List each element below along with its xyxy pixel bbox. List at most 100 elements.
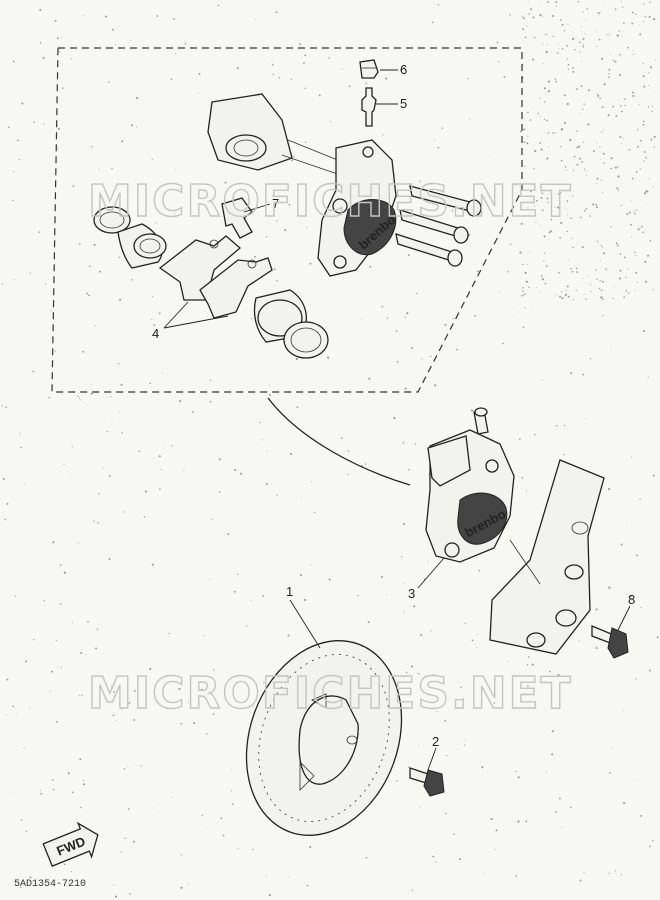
caliper-outer-half xyxy=(207,93,356,181)
noise-dot xyxy=(415,292,418,295)
noise-dot xyxy=(474,314,476,317)
noise-dot xyxy=(639,24,641,26)
noise-dot xyxy=(596,142,598,144)
noise-dot xyxy=(510,244,512,246)
noise-dot xyxy=(85,654,86,656)
noise-dot xyxy=(250,600,252,602)
noise-dot xyxy=(547,80,550,83)
noise-dot xyxy=(7,126,10,129)
noise-dot xyxy=(12,705,14,708)
noise-dot xyxy=(418,744,420,746)
noise-dot xyxy=(615,242,618,245)
noise-dot xyxy=(369,265,372,268)
noise-dot xyxy=(649,66,652,69)
noise-dot xyxy=(635,254,637,256)
noise-dot xyxy=(517,776,520,779)
noise-dot xyxy=(604,4,606,6)
noise-dot xyxy=(306,884,309,887)
noise-dot xyxy=(643,120,645,123)
noise-dot xyxy=(410,665,413,668)
noise-dot xyxy=(188,701,190,703)
noise-dot xyxy=(566,102,569,106)
noise-dot xyxy=(618,99,620,101)
noise-dot xyxy=(318,94,321,97)
noise-dot xyxy=(542,16,544,18)
watermark-bottom: MICROFICHES.NET xyxy=(88,668,573,719)
noise-dot xyxy=(640,139,642,142)
noise-dot xyxy=(618,30,620,32)
noise-dot xyxy=(399,69,401,71)
noise-dot xyxy=(630,200,632,202)
noise-dot xyxy=(192,411,194,413)
noise-dot xyxy=(525,280,528,283)
noise-dot xyxy=(71,446,73,448)
noise-dot xyxy=(579,216,582,219)
noise-dot xyxy=(55,640,57,642)
noise-dot xyxy=(533,36,536,39)
noise-dot xyxy=(579,157,582,160)
noise-dot xyxy=(328,578,331,581)
noise-dot xyxy=(452,318,454,320)
noise-dot xyxy=(576,88,578,90)
noise-dot xyxy=(201,814,204,816)
noise-dot xyxy=(652,474,655,477)
noise-dot xyxy=(642,62,644,64)
noise-dot xyxy=(634,251,636,253)
noise-dot xyxy=(629,595,632,598)
noise-dot xyxy=(648,178,650,180)
noise-dot xyxy=(543,87,546,90)
noise-dot xyxy=(598,38,601,41)
noise-dot xyxy=(595,203,597,206)
noise-dot xyxy=(459,858,462,861)
noise-dot xyxy=(175,53,177,55)
noise-dot xyxy=(119,298,122,301)
noise-dot xyxy=(187,882,190,885)
noise-dot xyxy=(121,708,122,710)
noise-dot xyxy=(575,289,577,291)
noise-dot xyxy=(601,106,604,108)
noise-dot xyxy=(582,108,584,111)
noise-dot xyxy=(648,85,650,87)
noise-dot xyxy=(23,747,25,749)
noise-dot xyxy=(587,275,589,277)
noise-dot xyxy=(581,277,583,279)
noise-dot xyxy=(611,747,612,749)
noise-dot xyxy=(545,50,548,53)
noise-dot xyxy=(94,325,96,327)
noise-dot xyxy=(489,156,491,158)
noise-dot xyxy=(246,625,248,627)
noise-dot xyxy=(52,788,55,791)
noise-dot xyxy=(451,209,454,212)
noise-dot xyxy=(427,201,430,203)
noise-dot xyxy=(173,18,175,20)
noise-dot xyxy=(206,828,207,829)
noise-dot xyxy=(54,19,57,22)
noise-dot xyxy=(539,142,542,144)
noise-dot xyxy=(520,189,522,191)
noise-dot xyxy=(537,112,539,115)
noise-dot xyxy=(601,57,604,60)
noise-dot xyxy=(535,287,537,288)
noise-dot xyxy=(634,212,636,215)
noise-dot xyxy=(239,472,243,475)
noise-dot xyxy=(581,60,583,62)
noise-dot xyxy=(557,206,560,209)
noise-dot xyxy=(580,85,583,88)
noise-dot xyxy=(111,168,113,170)
noise-dot xyxy=(268,394,271,396)
noise-dot xyxy=(1,283,4,285)
noise-dot xyxy=(617,175,620,178)
noise-dot xyxy=(127,808,130,810)
noise-dot xyxy=(624,104,626,107)
noise-dot xyxy=(567,24,569,25)
noise-dot xyxy=(78,542,80,544)
caliper-bolt xyxy=(591,625,629,659)
noise-dot xyxy=(520,222,523,225)
noise-dot xyxy=(578,145,581,148)
noise-dot xyxy=(421,358,423,360)
noise-dot xyxy=(468,234,471,236)
noise-dot xyxy=(50,690,52,692)
noise-dot xyxy=(180,854,183,856)
noise-dot xyxy=(621,6,624,9)
noise-dot xyxy=(493,702,496,704)
